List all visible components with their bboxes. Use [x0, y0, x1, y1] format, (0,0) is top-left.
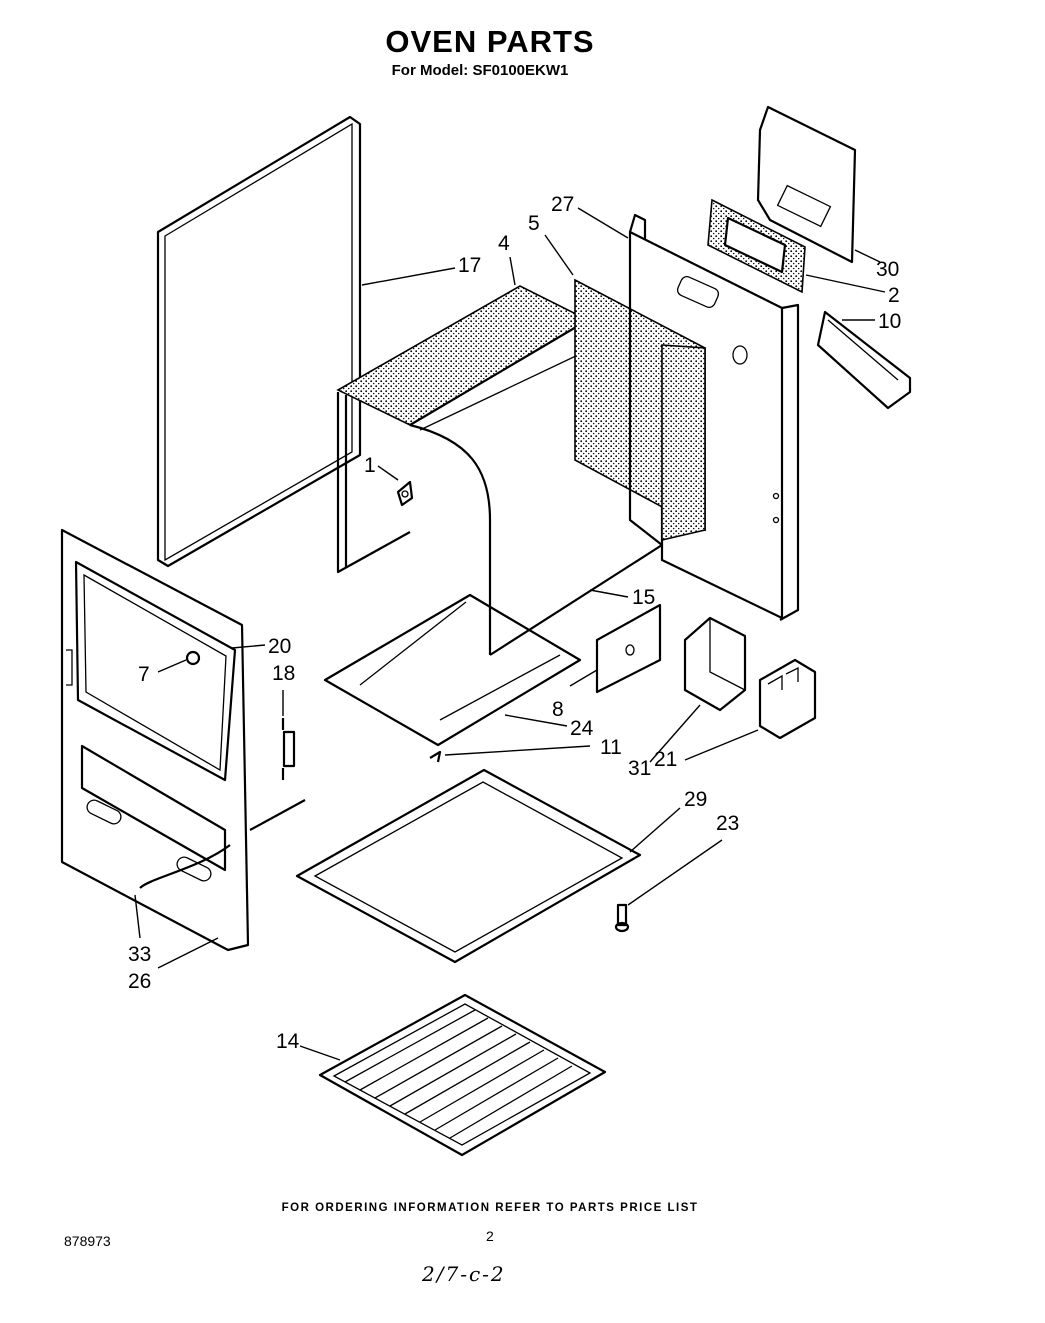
vent-trim-part-10 [816, 310, 912, 410]
callout-23: 23 [716, 812, 739, 835]
rear-panel-part-27 [628, 213, 800, 621]
oven-door-part-26 [60, 528, 250, 952]
oven-rack-part-14 [318, 993, 607, 1157]
shield-part-31 [683, 616, 747, 712]
callout-26: 26 [128, 970, 151, 993]
callout-14: 14 [276, 1030, 300, 1053]
callout-10: 10 [878, 310, 901, 333]
bracket-plate-part-30 [756, 105, 857, 264]
callout-5: 5 [528, 212, 540, 235]
page-number: 2 [486, 1228, 494, 1244]
callout-4: 4 [498, 232, 510, 255]
callout-31: 31 [628, 757, 651, 780]
callout-33: 33 [128, 943, 151, 966]
callout-20: 20 [268, 635, 291, 658]
door-gasket-part-17 [156, 115, 362, 568]
callout-27: 27 [551, 193, 574, 216]
ordering-note: FOR ORDERING INFORMATION REFER TO PARTS … [281, 1202, 699, 1214]
window-gasket-part-2 [707, 198, 806, 294]
callout-24: 24 [570, 717, 594, 740]
bracket-part-1 [396, 480, 414, 507]
handwritten-note: 2/7-c-2 [422, 1262, 506, 1286]
knob-part-7 [185, 650, 201, 666]
label-plate-part-8 [595, 603, 662, 694]
callout-29: 29 [684, 788, 707, 811]
callout-11: 11 [600, 736, 622, 759]
callout-1: 1 [364, 454, 376, 477]
leader-lines [134, 207, 886, 1061]
callout-17: 17 [458, 254, 481, 277]
callout-18: 18 [272, 662, 295, 685]
insulation-part-5 [574, 278, 706, 542]
clip-part-11 [429, 750, 442, 763]
broiler-pan-part-29 [295, 768, 642, 964]
model-line: For Model: SF0100EKW1 [391, 62, 569, 79]
callout-7: 7 [138, 663, 150, 686]
callout-21: 21 [654, 748, 677, 771]
screw-part-23 [614, 903, 630, 933]
hinge-rod-part-33 [139, 799, 306, 889]
page-title: OVEN PARTS [385, 24, 595, 59]
control-board-part-21 [758, 658, 817, 740]
spring-part-18 [281, 718, 296, 780]
callout-30: 30 [876, 258, 899, 281]
callout-2: 2 [888, 284, 900, 307]
oven-bottom-part-24 [323, 593, 582, 747]
callout-8: 8 [552, 698, 564, 721]
callout-labels: 17 4 5 27 30 2 10 1 15 20 7 18 8 24 11 3… [128, 193, 901, 1053]
document-number: 878973 [64, 1233, 111, 1249]
callout-15: 15 [632, 586, 655, 609]
